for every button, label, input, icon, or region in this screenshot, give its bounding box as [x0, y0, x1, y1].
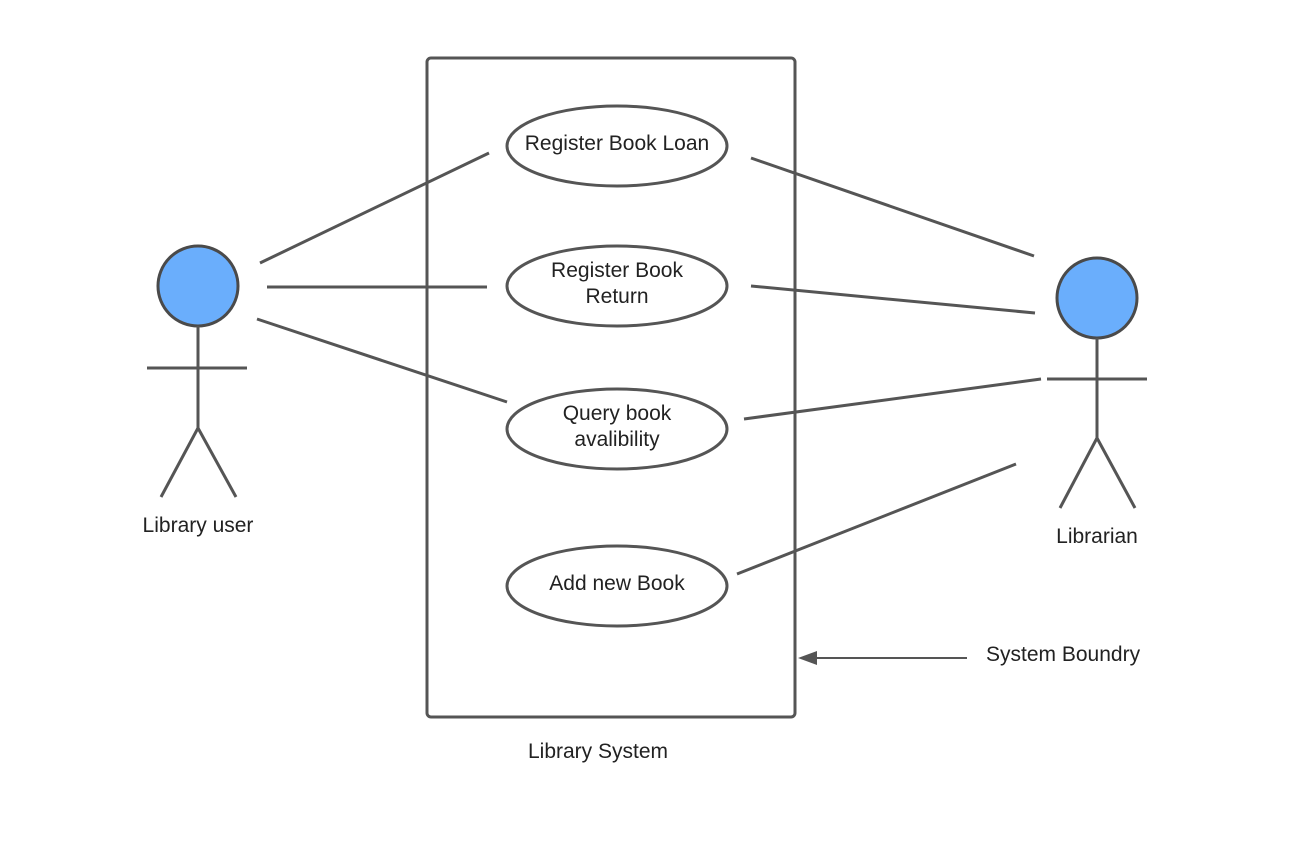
use-case-register-return: Register Book Return — [505, 244, 729, 328]
use-case-add-book: Add new Book — [505, 544, 729, 628]
boundary-arrow-head — [798, 651, 817, 665]
boundary-note-label: System Boundry — [986, 643, 1141, 666]
actor-librarian-left-leg — [1058, 437, 1099, 509]
association-librarian-query — [743, 377, 1042, 421]
use-case-add-book-label: Add new Book — [549, 572, 685, 595]
system-boundary — [425, 56, 797, 719]
actor-librarian: Librarian — [1047, 256, 1147, 548]
association-user-query — [256, 317, 508, 404]
association-librarian-add — [736, 462, 1017, 576]
use-case-query-availability-label-line1: Query book — [563, 402, 672, 425]
actor-library-user-head — [156, 244, 240, 328]
use-case-query-availability: Query book avalibility — [505, 387, 729, 471]
association-user-loan — [259, 151, 490, 265]
actor-library-user-left-leg — [159, 427, 200, 498]
association-librarian-loan — [750, 156, 1035, 258]
association-librarian-return — [750, 284, 1036, 315]
actor-library-user: Library user — [143, 244, 254, 537]
use-case-register-loan-label: Register Book Loan — [525, 132, 709, 155]
actor-librarian-right-leg — [1095, 437, 1137, 509]
use-case-register-return-label-line2: Return — [585, 285, 648, 308]
use-case-register-return-label-line1: Register Book — [551, 259, 683, 282]
use-case-register-loan: Register Book Loan — [505, 104, 729, 188]
actor-librarian-head — [1055, 256, 1139, 340]
actor-librarian-label: Librarian — [1056, 525, 1138, 548]
actor-library-user-label: Library user — [143, 514, 254, 537]
use-case-query-availability-label-line2: avalibility — [574, 428, 660, 451]
actor-library-user-right-leg — [196, 427, 238, 498]
system-label: Library System — [528, 740, 668, 763]
